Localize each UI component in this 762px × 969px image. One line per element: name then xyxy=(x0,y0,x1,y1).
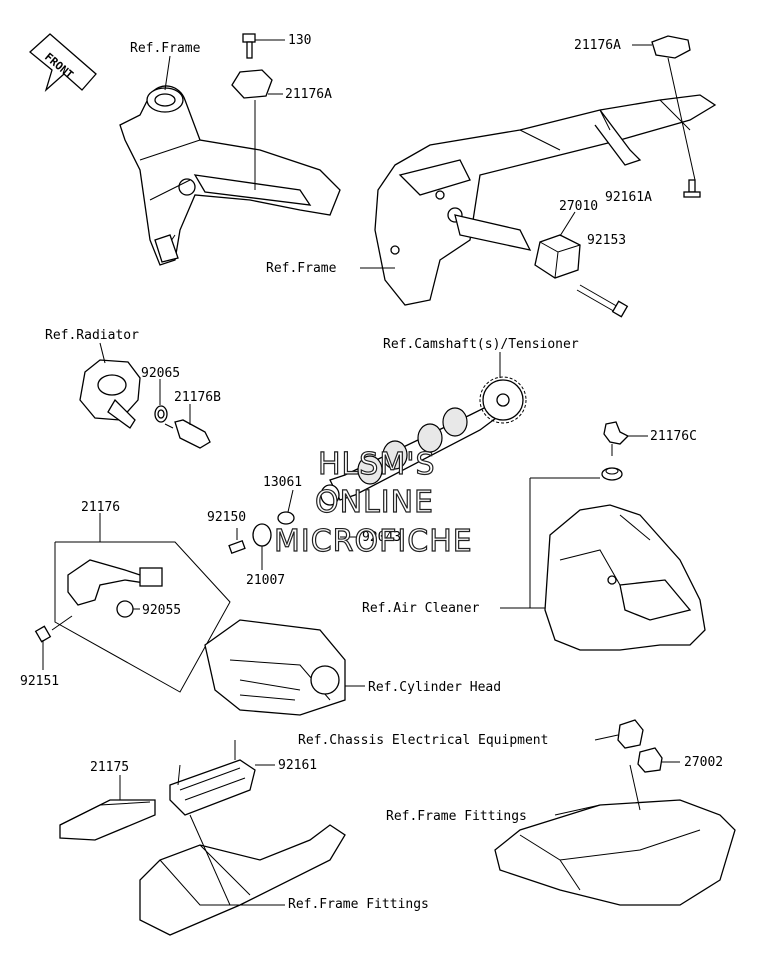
grommet xyxy=(601,467,623,481)
label-ref-radiator: Ref.Radiator xyxy=(45,328,139,343)
left-frame-drawing xyxy=(119,85,341,266)
label-27002: 27002 xyxy=(684,755,723,770)
label-92153: 92153 xyxy=(587,233,626,248)
label-ref-camshaft: Ref.Camshaft(s)/Tensioner xyxy=(383,337,579,352)
bolt-92150 xyxy=(228,528,246,554)
sensor-21176-group xyxy=(34,541,231,693)
label-ref-frame-fittings-2: Ref.Frame Fittings xyxy=(288,897,429,912)
label-92043: 92043 xyxy=(362,530,401,545)
sensor-21176C xyxy=(603,421,648,456)
label-21176A-1: 21176A xyxy=(285,87,332,102)
sensor-21176B xyxy=(164,419,211,449)
bolt-130 xyxy=(242,33,285,59)
unit-27010 xyxy=(534,234,581,279)
label-21176A-2: 21176A xyxy=(574,38,621,53)
label-92065: 92065 xyxy=(141,366,180,381)
label-21176B: 21176B xyxy=(174,390,221,405)
label-92055: 92055 xyxy=(142,603,181,618)
label-92150: 92150 xyxy=(207,510,246,525)
label-ref-air-cleaner: Ref.Air Cleaner xyxy=(362,601,480,616)
cover-21175 xyxy=(59,775,156,841)
leader-lines xyxy=(99,55,576,542)
watermark-line-1: HLSM'S xyxy=(318,447,436,482)
label-ref-chassis-electrical: Ref.Chassis Electrical Equipment xyxy=(298,733,548,748)
chassis-electrical-unit xyxy=(594,719,680,773)
watermark-line-3: MICROFICHE xyxy=(274,524,473,559)
sensor-21176A-top xyxy=(231,69,283,190)
label-ref-frame-fittings-1: Ref.Frame Fittings xyxy=(386,809,527,824)
bolt-92161A xyxy=(667,57,701,198)
part-21007 xyxy=(252,523,272,570)
label-ref-cylinder-head: Ref.Cylinder Head xyxy=(368,680,501,695)
front-arrow-icon: FRONT xyxy=(29,33,97,93)
cylinder-head xyxy=(204,619,365,716)
air-cleaner xyxy=(500,477,706,651)
label-27010: 27010 xyxy=(559,199,598,214)
camshaft xyxy=(320,376,527,506)
part-13061 xyxy=(277,489,295,525)
frame-fittings-tray-right xyxy=(494,764,736,906)
bracket-92161 xyxy=(169,740,275,816)
label-ref-frame-1: Ref.Frame xyxy=(130,41,201,56)
washer-92065 xyxy=(154,405,168,423)
radiator-housing xyxy=(79,359,141,429)
sensor-21176A-right xyxy=(632,35,691,59)
label-ref-frame-2: Ref.Frame xyxy=(266,261,337,276)
right-frame-drawing xyxy=(374,94,717,306)
watermark: HLSM'S ONLINE MICROFICHE xyxy=(273,446,473,559)
label-92161: 92161 xyxy=(278,758,317,773)
label-21176: 21176 xyxy=(81,500,120,515)
bolt-92153 xyxy=(576,284,629,318)
label-130: 130 xyxy=(288,33,311,48)
label-21175: 21175 xyxy=(90,760,129,775)
label-13061: 13061 xyxy=(263,475,302,490)
label-92161A: 92161A xyxy=(605,190,652,205)
label-21007: 21007 xyxy=(246,573,285,588)
label-21176C: 21176C xyxy=(650,429,697,444)
frame-fittings-tray-left xyxy=(139,814,346,936)
label-92151: 92151 xyxy=(20,674,59,689)
watermark-line-2: ONLINE xyxy=(315,485,434,520)
